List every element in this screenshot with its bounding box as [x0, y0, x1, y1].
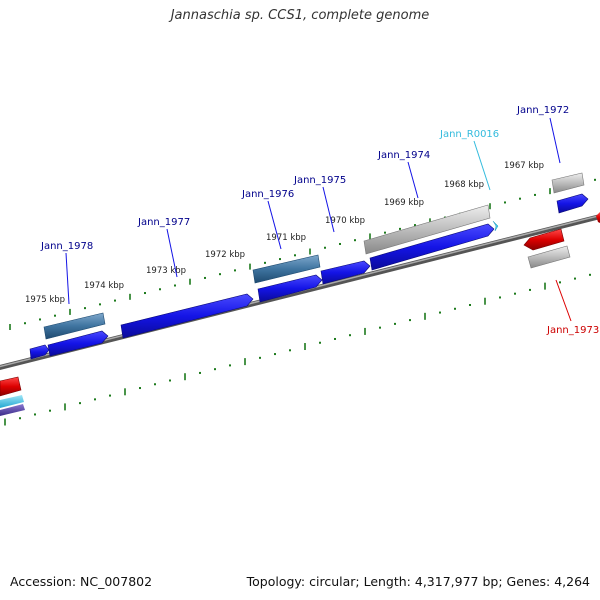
gene-jann-1973[interactable]: [523, 228, 565, 251]
kbp-label: 1975 kbp: [25, 295, 65, 305]
gene-jann-1972[interactable]: [556, 193, 589, 214]
gene-edge-red-left[interactable]: [0, 376, 22, 397]
genome-title: Jannaschia sp. CCS1, complete genome: [170, 8, 430, 23]
accession-text: Accession: NC_007802: [10, 574, 153, 589]
rna-edge-left[interactable]: [0, 395, 24, 408]
gene-label-jann-1978[interactable]: Jann_1978: [40, 241, 93, 252]
gene-label-jann-1977[interactable]: Jann_1977: [137, 217, 190, 228]
kbp-label: 1968 kbp: [444, 180, 484, 190]
gene-label-jann-1976[interactable]: Jann_1976: [241, 189, 294, 200]
gene-label-jann-1974[interactable]: Jann_1974: [377, 150, 430, 161]
gene-edge-purple-left[interactable]: [0, 404, 25, 416]
scale-ticks-inner: [4, 273, 591, 426]
gene-jann-1974-pseudo[interactable]: [363, 204, 491, 255]
gene-label-jann-r0016[interactable]: Jann_R0016: [439, 129, 499, 140]
kbp-label: 1972 kbp: [205, 250, 245, 260]
reverse-strand-genes: [0, 212, 600, 416]
gene-jann-1972-pseudo[interactable]: [551, 172, 585, 194]
gene-jann-1974[interactable]: [369, 223, 495, 271]
genome-summary-text: Topology: circular; Length: 4,317,977 bp…: [246, 574, 590, 589]
kbp-label: 1967 kbp: [504, 161, 544, 171]
gene-jann-1977[interactable]: [120, 293, 254, 339]
gene-label-jann-1973[interactable]: Jann_1973: [546, 325, 599, 336]
kbp-scale-labels: 1967 kbp 1968 kbp 1969 kbp 1970 kbp 1971…: [25, 161, 544, 305]
gene-label-jann-1975[interactable]: Jann_1975: [293, 175, 346, 186]
kbp-label: 1970 kbp: [325, 216, 365, 226]
rna-jann-r0016[interactable]: [492, 220, 499, 232]
forward-strand-genes: [29, 172, 589, 360]
kbp-label: 1973 kbp: [146, 266, 186, 276]
gene-jann-1976[interactable]: [257, 274, 323, 303]
label-leaders: [65, 117, 572, 322]
gene-steel-b[interactable]: [252, 254, 321, 284]
gene-steel-a[interactable]: [43, 312, 106, 340]
kbp-label: 1971 kbp: [266, 233, 306, 243]
gene-jann-1978[interactable]: [47, 330, 109, 357]
gene-small-a[interactable]: [29, 344, 50, 360]
gene-label-jann-1972[interactable]: Jann_1972: [516, 105, 569, 116]
gene-edge-red-right[interactable]: [596, 212, 600, 223]
gene-jann-1973-pseudo[interactable]: [527, 245, 571, 269]
kbp-label: 1969 kbp: [384, 198, 424, 208]
gene-jann-1975[interactable]: [320, 260, 371, 285]
scale-ticks-outer: [9, 178, 596, 330]
kbp-label: 1974 kbp: [84, 281, 124, 291]
gene-labels: Jann_1972 Jann_R0016 Jann_1974 Jann_1975…: [40, 105, 599, 336]
